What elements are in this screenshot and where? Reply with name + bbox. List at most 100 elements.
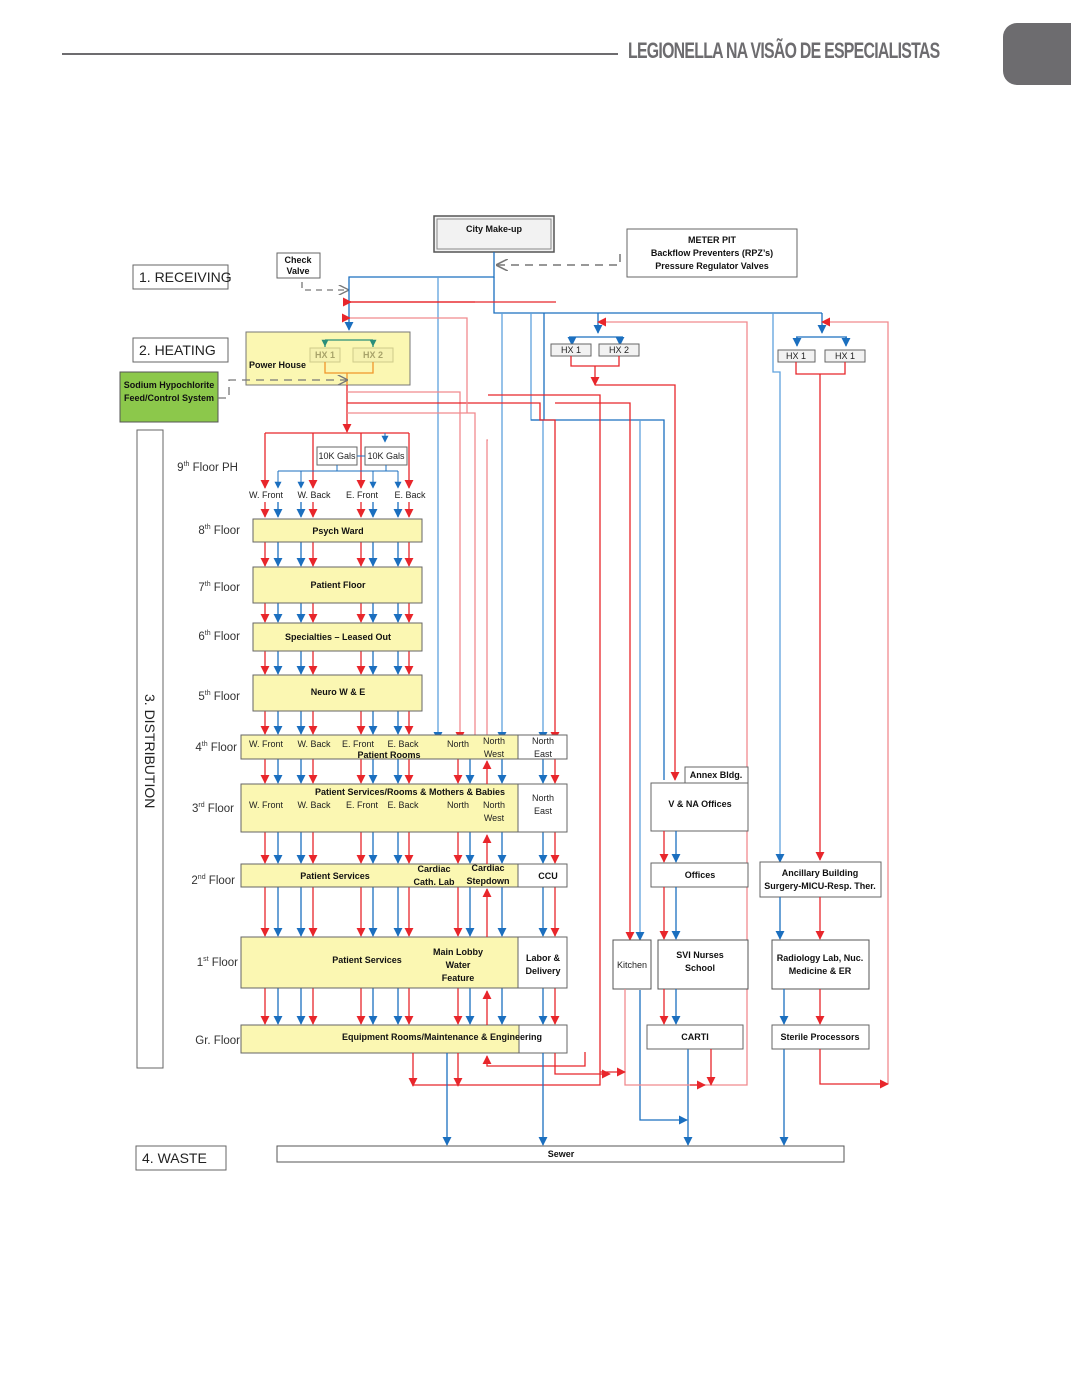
annex-label: Annex Bldg. (690, 770, 743, 780)
floor-7-name: Patient Floor (310, 580, 365, 590)
power-hx1-label: HX 1 (315, 350, 335, 360)
offices-box: Offices (650, 862, 749, 888)
meter-pit-line2: Backflow Preventers (RPZ’s) (651, 248, 773, 258)
f4-zone-wfront: W. Front (249, 739, 284, 749)
stage-waste: 4. WASTE (135, 1145, 227, 1171)
f1-lobby-line2: Water (446, 960, 471, 970)
f2-ccu: CCU (538, 871, 558, 881)
f4-nw-line1: North (483, 736, 505, 746)
check-valve-line1: Check (284, 255, 312, 265)
stage-waste-label: 4. WASTE (142, 1150, 207, 1166)
meter-pit-title: METER PIT (688, 235, 737, 245)
f3-zone-efront: E. Front (346, 800, 379, 810)
gr-name: Equipment Rooms/Maintenance & Engineerin… (342, 1032, 542, 1042)
f2-step-line1: Cardiac (471, 863, 504, 873)
svi-line1: SVI Nurses (676, 950, 724, 960)
tank-1-label: 10K Gals (318, 451, 356, 461)
f3-zone-north: North (447, 800, 469, 810)
f2-cath-line1: Cardiac (417, 864, 450, 874)
power-hx2-label: HX 2 (363, 350, 383, 360)
sodium-hypochlorite-box: Sodium Hypochlorite Feed/Control System (119, 371, 219, 423)
kitchen-box: Kitchen (612, 939, 652, 990)
sodium-line1: Sodium Hypochlorite (124, 380, 215, 390)
stage-receiving-label: 1. RECEIVING (139, 269, 232, 285)
ph-riser-eback: E. Back (394, 490, 426, 500)
power-house-box: Power House HX 1 HX 2 (245, 331, 411, 386)
floor-label-f5: 5th Floor (198, 690, 240, 703)
ph-riser-efront: E. Front (346, 490, 379, 500)
meter-pit-dashed-link (497, 254, 621, 265)
floor-label-f6: 6th Floor (198, 630, 240, 643)
f4-zone-eback: E. Back (387, 739, 419, 749)
f3-ne-line1: North (532, 793, 554, 803)
f3-zone-wfront: W. Front (249, 800, 284, 810)
floor-6-name: Specialties – Leased Out (285, 632, 391, 642)
page-header-title: LEGIONELLA NA VISÃO DE ESPECIALISTAS (628, 38, 940, 63)
sewer-label: Sewer (548, 1149, 575, 1159)
meter-pit-box: METER PIT Backflow Preventers (RPZ’s) Pr… (626, 228, 798, 278)
svi-nurses-box: SVI Nurses School (657, 939, 749, 990)
floor-label-f3: 3rd Floor (192, 802, 234, 815)
floor-4-box: W. Front W. Back E. Front E. Back North … (240, 734, 568, 760)
storage-tanks: 10K Gals 10K Gals (274, 433, 408, 489)
f2-step-line2: Stepdown (467, 876, 510, 886)
ground-floor-box: Equipment Rooms/Maintenance & Engineerin… (240, 1024, 568, 1054)
floor-risers (260, 502, 560, 1025)
stage-distribution-label: 3. DISTRIBUTION (142, 694, 158, 808)
floor-label-f7: 7th Floor (198, 581, 240, 594)
mid-hx2-label: HX 2 (609, 345, 629, 355)
mid-hx1-label: HX 1 (561, 345, 581, 355)
floor-label-f8: 8th Floor (198, 524, 240, 537)
floor-3-box: Patient Services/Rooms & Mothers & Babie… (240, 783, 568, 833)
f2-name: Patient Services (300, 871, 370, 881)
ancillary-line2: Surgery-MICU-Resp. Ther. (764, 881, 876, 891)
f3-nw-line1: North (483, 800, 505, 810)
kitchen-label: Kitchen (617, 960, 647, 970)
stage-heating-label: 2. HEATING (139, 342, 216, 358)
ancillary-building-box: Ancillary Building Surgery-MICU-Resp. Th… (759, 861, 882, 898)
sterile-processors-box: Sterile Processors (771, 1024, 870, 1050)
outbuilding-pipes (600, 831, 889, 1090)
f3-name: Patient Services/Rooms & Mothers & Babie… (315, 787, 505, 797)
f4-ne-line2: East (534, 749, 553, 759)
radiology-box: Radiology Lab, Nuc. Medicine & ER (771, 939, 870, 990)
stage-receiving: 1. RECEIVING (132, 264, 232, 290)
f3-ne-line2: East (534, 806, 553, 816)
f2-cath-line2: Cath. Lab (413, 877, 455, 887)
f4-zone-wback: W. Back (297, 739, 331, 749)
right-hx-group: HX 1 HX 1 (777, 349, 866, 363)
floor-label-f1: 1st Floor (197, 956, 238, 969)
sodium-line2: Feed/Control System (124, 393, 214, 403)
floor-5-box: Neuro W & E (252, 674, 423, 712)
radiology-line1: Radiology Lab, Nuc. (777, 953, 864, 963)
f1-labor-line1: Labor & (526, 953, 561, 963)
hot-supply-network (260, 297, 889, 1084)
city-makeup-label: City Make-up (466, 224, 523, 234)
ancillary-line1: Ancillary Building (782, 868, 859, 878)
f4-name: Patient Rooms (357, 750, 420, 760)
floor-1-box: Patient Services Main Lobby Water Featur… (240, 936, 568, 989)
tank-2-label: 10K Gals (367, 451, 405, 461)
f1-name: Patient Services (332, 955, 402, 965)
svi-line2: School (685, 963, 715, 973)
f4-ne-line1: North (532, 736, 554, 746)
radiology-line2: Medicine & ER (789, 966, 852, 976)
floor-8-box: Psych Ward (252, 518, 423, 543)
right-hx2-label: HX 1 (835, 351, 855, 361)
right-hx1-label: HX 1 (786, 351, 806, 361)
ph-riser-wback: W. Back (297, 490, 331, 500)
floor-label-f4: 4th Floor (195, 741, 237, 754)
floor-5-name: Neuro W & E (311, 687, 366, 697)
f3-nw-line2: West (484, 813, 505, 823)
f1-labor-line2: Delivery (525, 966, 560, 976)
power-house-label: Power House (249, 360, 306, 370)
floor-2-box: Patient Services Cardiac Cath. Lab Cardi… (240, 863, 568, 888)
f1-lobby-line1: Main Lobby (433, 947, 483, 957)
chapter-tab (1003, 23, 1071, 85)
sewer-box: Sewer (276, 1145, 845, 1163)
stage-heating: 2. HEATING (132, 337, 229, 363)
check-valve-box: Check Valve (276, 252, 321, 279)
f3-zone-eback: E. Back (387, 800, 419, 810)
ph-riser-wfront: W. Front (249, 490, 284, 500)
